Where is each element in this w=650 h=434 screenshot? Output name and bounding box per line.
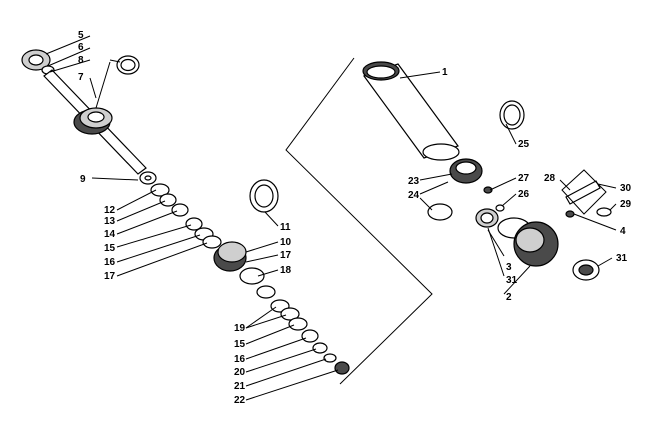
callout-31a: 31 xyxy=(506,275,518,286)
callout-15: 15 xyxy=(104,243,116,254)
callout-17: 17 xyxy=(104,271,116,282)
end-cap-assembly xyxy=(475,169,612,281)
callout-10: 10 xyxy=(280,237,292,248)
callout-21: 21 xyxy=(234,381,246,392)
callout-16b: 16 xyxy=(234,354,246,365)
callout-2: 2 xyxy=(506,292,512,303)
callout-23: 23 xyxy=(408,176,420,187)
callout-30: 30 xyxy=(620,183,632,194)
callout-11: 11 xyxy=(280,222,291,233)
callout-19: 19 xyxy=(234,323,246,334)
callout-5: 5 xyxy=(78,30,84,41)
callout-12: 12 xyxy=(104,205,116,216)
callout-4: 4 xyxy=(620,226,626,237)
callout-16: 16 xyxy=(104,257,116,268)
callout-17b: 17 xyxy=(280,250,292,261)
callout-20: 20 xyxy=(234,367,246,378)
callout-3: 3 xyxy=(506,262,512,273)
callout-8: 8 xyxy=(78,55,84,66)
callout-1: 1 xyxy=(442,67,448,78)
shock-body xyxy=(362,61,525,221)
callout-27: 27 xyxy=(518,173,530,184)
callout-31b: 31 xyxy=(616,253,628,264)
callout-9: 9 xyxy=(80,174,86,185)
callout-22: 22 xyxy=(234,395,246,406)
callout-13: 13 xyxy=(104,216,116,227)
callout-26: 26 xyxy=(518,189,530,200)
callout-labels: 1 2 3 4 5 6 7 8 9 10 11 12 13 14 15 16 1… xyxy=(78,30,632,406)
callout-29: 29 xyxy=(620,199,632,210)
callout-7: 7 xyxy=(78,72,84,83)
callout-14: 14 xyxy=(104,229,116,240)
callout-15b: 15 xyxy=(234,339,246,350)
callout-18: 18 xyxy=(280,265,292,276)
washer-stack xyxy=(139,171,350,375)
callout-6: 6 xyxy=(78,42,84,53)
shaft-assembly xyxy=(21,49,147,175)
callout-28: 28 xyxy=(544,173,556,184)
leader-lines xyxy=(45,35,617,401)
callout-24: 24 xyxy=(408,190,420,201)
callout-25: 25 xyxy=(518,139,530,150)
assembly-frame xyxy=(285,57,433,385)
